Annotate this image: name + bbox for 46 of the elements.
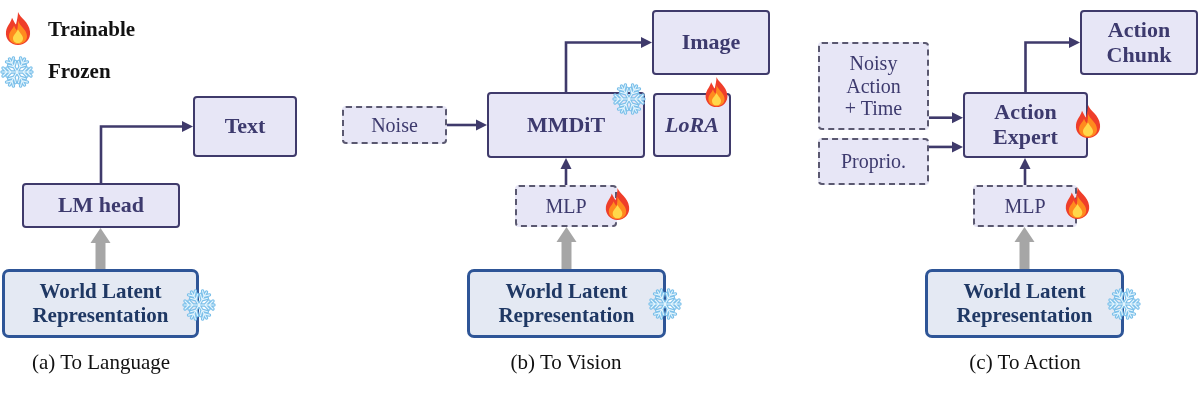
arrow bbox=[564, 37, 652, 92]
input-box bbox=[818, 138, 929, 185]
box-label: World Latent Representation bbox=[955, 280, 1094, 327]
input-box bbox=[973, 185, 1077, 227]
process-box bbox=[652, 10, 770, 75]
box-label: MMDiT bbox=[526, 112, 606, 138]
input-box bbox=[342, 106, 447, 144]
box-label: World Latent Representation bbox=[31, 280, 170, 327]
input-box bbox=[818, 42, 929, 130]
caption: (a) To Language bbox=[31, 350, 171, 375]
box-label: Noisy Action + Time bbox=[843, 52, 904, 120]
process-box bbox=[963, 92, 1088, 158]
arrow bbox=[556, 227, 577, 269]
box-label: LoRA bbox=[665, 112, 719, 138]
arrow bbox=[929, 112, 963, 124]
process-box bbox=[193, 96, 297, 157]
input-box bbox=[515, 185, 617, 227]
box-label: Proprio. bbox=[841, 150, 906, 173]
latent-box bbox=[925, 269, 1124, 338]
box-label: Noise bbox=[371, 113, 418, 137]
legend-label: Frozen bbox=[48, 59, 111, 84]
arrow bbox=[929, 141, 963, 153]
arrow bbox=[1024, 37, 1080, 92]
box-label: MLP bbox=[545, 194, 587, 218]
box-label: LM head bbox=[57, 193, 145, 218]
caption: (b) To Vision bbox=[510, 350, 622, 375]
arrow bbox=[99, 121, 193, 183]
latent-box bbox=[2, 269, 199, 338]
latent-box bbox=[467, 269, 666, 338]
arrow bbox=[1014, 227, 1035, 269]
process-box bbox=[653, 93, 731, 157]
box-label: Action Expert bbox=[992, 100, 1059, 150]
process-box bbox=[487, 92, 645, 158]
legend-label: Trainable bbox=[48, 17, 136, 42]
caption: (c) To Action bbox=[969, 350, 1081, 375]
process-box bbox=[22, 183, 180, 228]
arrow bbox=[90, 228, 111, 269]
box-label: Image bbox=[681, 30, 741, 55]
arrow bbox=[447, 119, 487, 131]
arrow bbox=[1019, 158, 1031, 185]
box-label: World Latent Representation bbox=[497, 280, 636, 327]
box-label: MLP bbox=[1004, 194, 1046, 218]
process-box bbox=[1080, 10, 1198, 75]
box-label: Action Chunk bbox=[1105, 17, 1173, 68]
box-label: Text bbox=[224, 114, 266, 139]
arrow bbox=[560, 158, 572, 185]
